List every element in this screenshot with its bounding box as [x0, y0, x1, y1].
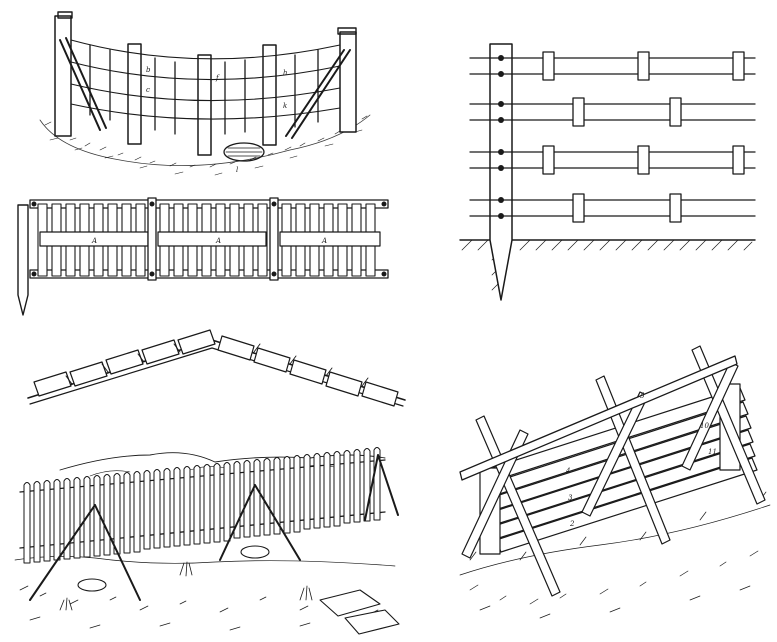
fig-paling-fence-landscape [14, 447, 400, 635]
svg-text:5: 5 [640, 392, 645, 400]
svg-text:l: l [236, 166, 238, 174]
svg-text:2: 2 [569, 520, 575, 528]
fig-hinged-zigzag-fence [27, 329, 406, 407]
fig-paling-panel-fence: A A A [17, 197, 389, 316]
svg-text:11: 11 [708, 448, 717, 456]
svg-text:b: b [146, 66, 151, 74]
fig-curved-panel-fence: b c f h k l [39, 11, 371, 176]
svg-text:f: f [215, 74, 220, 82]
svg-text:3: 3 [568, 494, 573, 502]
svg-text:c: c [146, 86, 150, 94]
svg-text:A: A [321, 237, 327, 245]
svg-text:10: 10 [700, 422, 709, 430]
svg-text:4: 4 [565, 467, 570, 475]
fig-log-stake-fence: 4 3 2 10 11 5 [459, 345, 771, 619]
svg-text:A: A [91, 237, 97, 245]
fig-wire-fence-post [459, 43, 756, 301]
svg-text:k: k [283, 102, 287, 110]
svg-text:A: A [215, 237, 221, 245]
svg-text:h: h [283, 69, 288, 77]
